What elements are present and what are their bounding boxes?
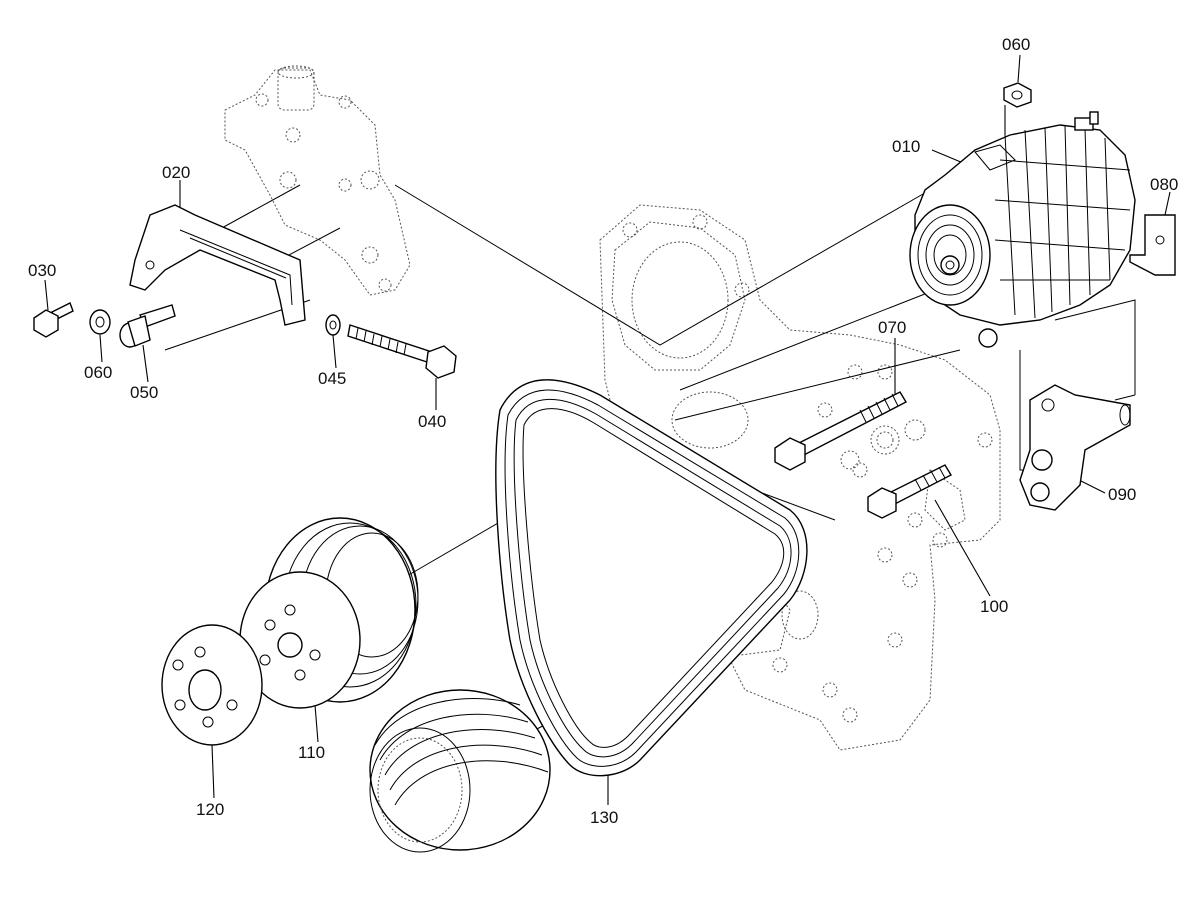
callout-100: 100 — [980, 597, 1008, 616]
callout-010: 010 — [892, 137, 920, 156]
callout-020: 020 — [162, 163, 190, 182]
bracket-080 — [1129, 214, 1176, 276]
callout-110: 110 — [298, 743, 325, 762]
bolt-030 — [33, 302, 74, 338]
callout-090: 090 — [1108, 485, 1136, 504]
callout-045: 045 — [318, 369, 346, 388]
callout-labels: 060 010 080 020 030 060 050 045 040 070 … — [28, 35, 1178, 827]
bolt-050 — [119, 304, 176, 348]
pulley-110 — [239, 517, 419, 709]
callout-060-top: 060 — [1002, 35, 1030, 54]
water-pump-ghost — [224, 65, 411, 296]
washer-045 — [325, 314, 341, 336]
spacer-plate-120 — [161, 624, 263, 746]
callout-060-left: 060 — [84, 363, 112, 382]
alternator — [909, 111, 1136, 348]
nut-060-top — [1003, 82, 1032, 108]
callout-130: 130 — [590, 808, 618, 827]
crank-pulley — [369, 689, 551, 853]
bolt-040 — [347, 324, 457, 379]
bolt-070 — [774, 391, 907, 471]
callout-080: 080 — [1150, 175, 1178, 194]
v-belt-130 — [495, 379, 808, 777]
nut-060-left — [89, 309, 111, 335]
callout-070: 070 — [878, 318, 906, 337]
callout-030: 030 — [28, 261, 56, 280]
adjusting-bracket-020 — [129, 204, 306, 326]
bracket-090 — [1019, 384, 1131, 511]
bolt-100 — [867, 464, 952, 519]
callout-040: 040 — [418, 412, 446, 431]
callout-050: 050 — [130, 383, 158, 402]
callout-120: 120 — [196, 800, 224, 819]
